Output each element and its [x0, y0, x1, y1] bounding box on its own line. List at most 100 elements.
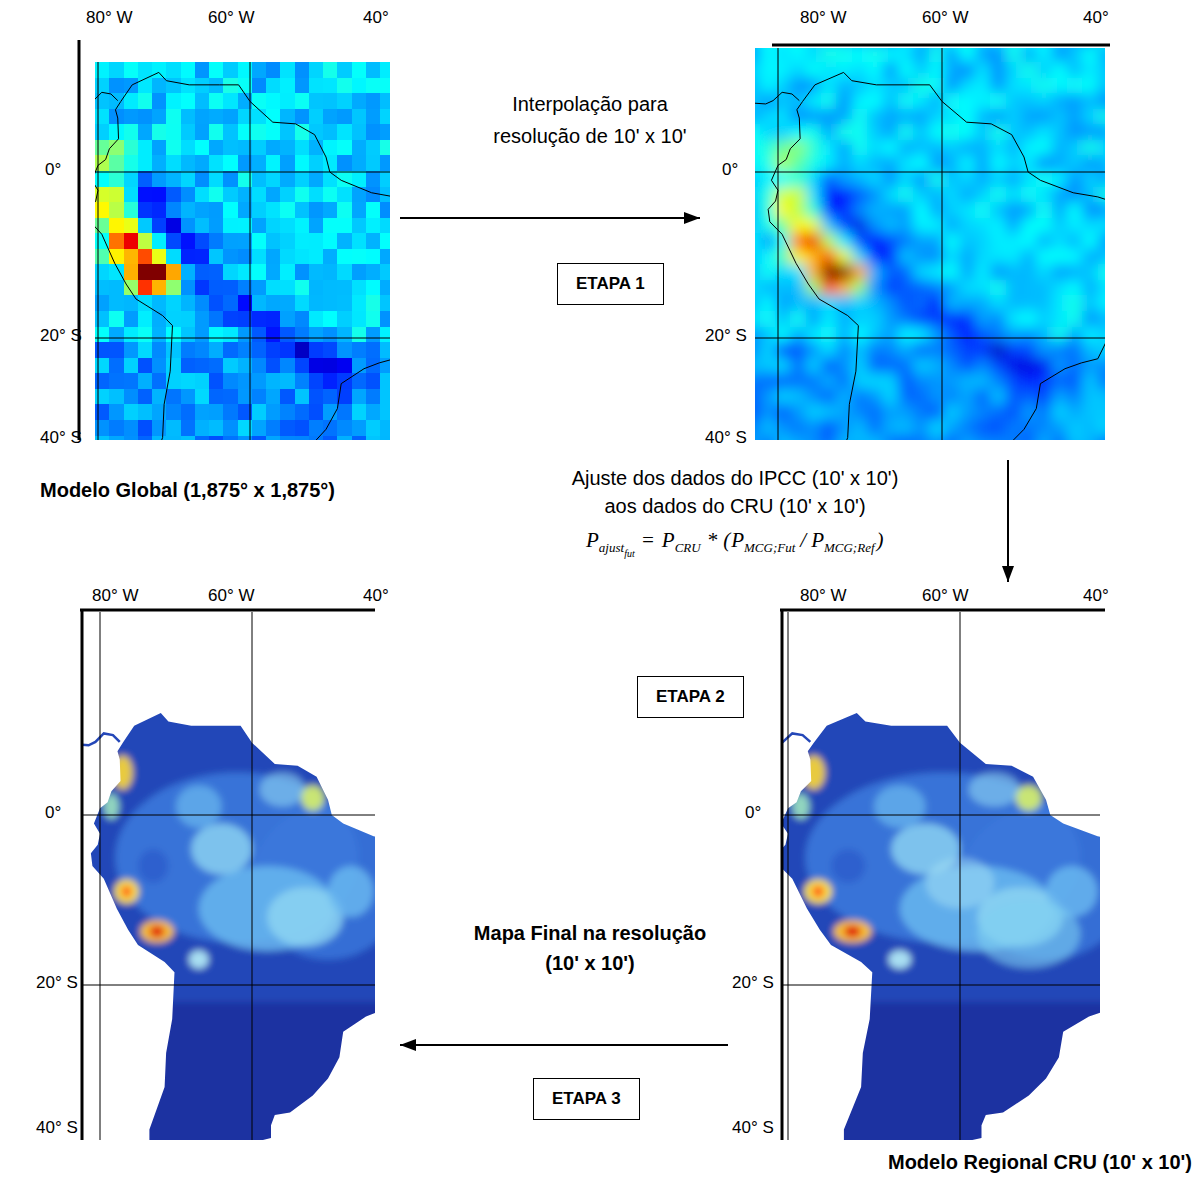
- model-cell: [836, 218, 852, 234]
- model-cell: [280, 342, 295, 358]
- model-cell: [836, 233, 852, 249]
- model-cell: [1067, 342, 1083, 358]
- model-cell: [152, 327, 167, 343]
- model-cell: [295, 187, 310, 203]
- model-cell: [1006, 264, 1022, 280]
- model-cell: [280, 436, 295, 440]
- model-cell: [1052, 342, 1068, 358]
- model-cell: [836, 187, 852, 203]
- model-cell: [181, 342, 196, 358]
- model-cell: [944, 295, 960, 311]
- model-cell: [337, 187, 352, 203]
- model-cell: [821, 109, 837, 125]
- model-cell: [775, 48, 791, 63]
- model-cell: [323, 202, 338, 218]
- model-cell: [323, 311, 338, 327]
- model-cell: [138, 404, 153, 420]
- model-cell: [366, 295, 381, 311]
- model-cell: [913, 218, 929, 234]
- model-cell: [821, 280, 837, 296]
- model-cell: [975, 155, 991, 171]
- model-cell: [366, 311, 381, 327]
- model-cell: [124, 264, 139, 280]
- model-cell: [209, 124, 224, 140]
- model-cell: [821, 202, 837, 218]
- model-cell: [760, 420, 776, 436]
- model-cell: [352, 187, 367, 203]
- model-cell: [898, 373, 914, 389]
- model-cell: [959, 62, 975, 78]
- model-cell: [755, 404, 760, 420]
- model-cell: [366, 124, 381, 140]
- model-cell: [883, 78, 899, 94]
- model-cell: [124, 93, 139, 109]
- model-cell: [280, 187, 295, 203]
- model-cell: [352, 202, 367, 218]
- model-cell: [337, 233, 352, 249]
- model-cell: [323, 264, 338, 280]
- model-cell: [1006, 233, 1022, 249]
- precip-spot: [844, 926, 861, 938]
- model-cell: [944, 233, 960, 249]
- model-cell: [109, 358, 124, 374]
- model-cell: [852, 358, 868, 374]
- model-cell: [790, 124, 806, 140]
- model-cell: [323, 218, 338, 234]
- model-cell: [337, 358, 352, 374]
- model-cell: [806, 187, 822, 203]
- model-cell: [209, 280, 224, 296]
- land-fill: [782, 1002, 1100, 1140]
- model-cell: [366, 140, 381, 156]
- model-cell: [821, 78, 837, 94]
- model-cell: [755, 311, 760, 327]
- model-cell: [266, 78, 281, 94]
- graticule: [755, 48, 1105, 440]
- parallel: [82, 815, 375, 816]
- model-cell: [790, 373, 806, 389]
- model-cell: [990, 155, 1006, 171]
- model-cell: [124, 389, 139, 405]
- axis-label: 40° S: [36, 1118, 78, 1138]
- meridian: [960, 612, 961, 1140]
- model-cell: [1067, 62, 1083, 78]
- model-cell: [990, 389, 1006, 405]
- model-cell: [124, 109, 139, 125]
- model-cell: [138, 373, 153, 389]
- model-cell: [223, 280, 238, 296]
- precip-spot: [140, 920, 173, 942]
- model-cell: [883, 389, 899, 405]
- model-cell: [152, 218, 167, 234]
- model-cell: [266, 155, 281, 171]
- model-cell: [867, 155, 883, 171]
- model-cell: [138, 327, 153, 343]
- step-label: ETAPA 3: [552, 1088, 621, 1110]
- model-cell: [252, 264, 267, 280]
- model-cell: [252, 187, 267, 203]
- model-cell: [295, 93, 310, 109]
- model-cell: [806, 202, 822, 218]
- model-cell: [775, 420, 791, 436]
- model-cell: [181, 124, 196, 140]
- model-cell: [337, 140, 352, 156]
- model-cell: [883, 109, 899, 125]
- model-cell: [295, 264, 310, 280]
- model-cell: [295, 280, 310, 296]
- map-panel: 80° W60° W40°0°20° S40° S: [30, 582, 400, 1162]
- model-cell: [280, 93, 295, 109]
- model-cell: [181, 311, 196, 327]
- model-cell: [109, 373, 124, 389]
- model-cell: [309, 327, 324, 343]
- model-cell: [790, 280, 806, 296]
- model-cell: [138, 78, 153, 94]
- model-cell: [867, 373, 883, 389]
- model-cell: [760, 48, 776, 63]
- model-cell: [821, 264, 837, 280]
- model-cell: [380, 389, 390, 405]
- model-cell: [852, 93, 868, 109]
- model-cell: [1052, 155, 1068, 171]
- model-cell: [806, 218, 822, 234]
- model-cell: [852, 187, 868, 203]
- model-cell: [181, 233, 196, 249]
- model-cell: [109, 202, 124, 218]
- precip-spot: [812, 886, 824, 898]
